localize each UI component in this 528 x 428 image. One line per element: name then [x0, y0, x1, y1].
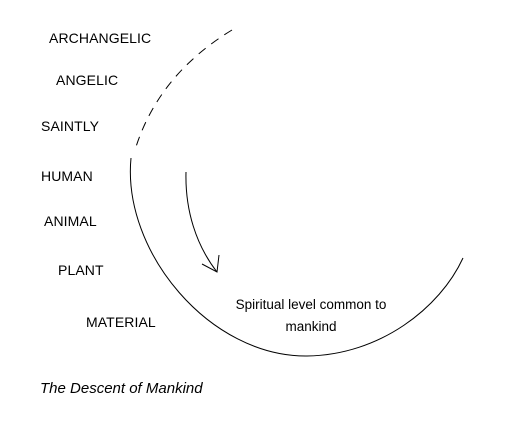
annotation-line-2: mankind [285, 319, 337, 334]
annotation-line-1: Spiritual level common to [235, 297, 387, 312]
level-archangelic: ARCHANGELIC [49, 30, 152, 46]
level-human: HUMAN [41, 168, 93, 184]
level-material: MATERIAL [86, 314, 156, 330]
solid-arc [129, 157, 464, 357]
spiritual-level-annotation: Spiritual level common to mankind [220, 294, 402, 338]
dashed-arc [134, 29, 233, 151]
figure-caption: The Descent of Mankind [40, 380, 203, 397]
level-animal: ANIMAL [44, 213, 97, 229]
level-saintly: SAINTLY [41, 118, 100, 134]
level-angelic: ANGELIC [56, 72, 119, 88]
descent-arrowhead [201, 254, 220, 273]
descent-arrow-shaft [185, 171, 218, 273]
level-plant: PLANT [58, 262, 104, 278]
